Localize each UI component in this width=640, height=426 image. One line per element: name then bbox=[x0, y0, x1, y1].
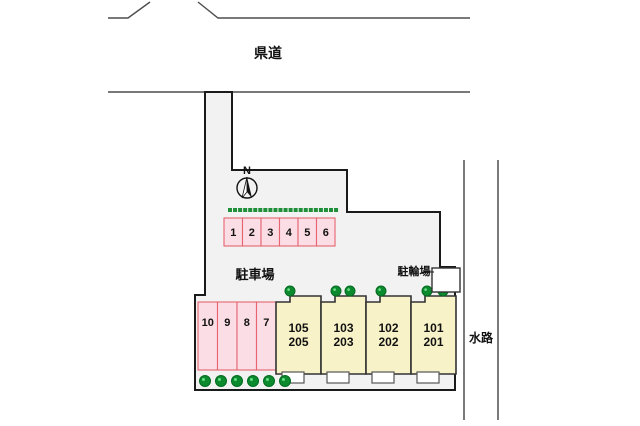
parking-lot-label: 駐車場 bbox=[235, 267, 274, 283]
parking-stall-number: 6 bbox=[323, 227, 329, 239]
unit-number-floor2: 202 bbox=[378, 335, 398, 349]
hedge-segment bbox=[308, 208, 313, 212]
bicycle-parking-group bbox=[424, 267, 461, 293]
parking-stall-number: 8 bbox=[244, 317, 250, 329]
bicycle-parking-shrub-row bbox=[330, 285, 356, 297]
shrub-marker bbox=[231, 375, 243, 387]
parking-stall-number: 7 bbox=[263, 317, 269, 329]
hedge-segment bbox=[298, 208, 303, 212]
unit-balcony bbox=[371, 371, 395, 384]
shrub-highlight bbox=[234, 378, 237, 381]
hedge-segment bbox=[313, 208, 318, 212]
shrub-marker bbox=[421, 285, 433, 297]
unit-number-floor1: 105 bbox=[288, 321, 308, 335]
hedge-segment bbox=[263, 208, 268, 212]
parking-stall-number: 10 bbox=[202, 317, 214, 329]
parking-row-left: 10 9 8 7 bbox=[197, 301, 277, 371]
hedge-segment bbox=[323, 208, 328, 212]
waterway-group bbox=[463, 160, 499, 420]
shrub-marker bbox=[279, 375, 291, 387]
parking-stall-number: 1 bbox=[230, 227, 236, 239]
hedge-row bbox=[228, 208, 339, 212]
unit-number-floor1: 103 bbox=[333, 321, 353, 335]
hedge-segment bbox=[228, 208, 232, 212]
hedge-segment bbox=[329, 208, 333, 212]
unit-number-floor1: 102 bbox=[378, 321, 398, 335]
shrub-highlight bbox=[424, 288, 427, 291]
shrub-highlight bbox=[282, 378, 285, 381]
shrub-highlight bbox=[347, 288, 350, 291]
shrub-marker bbox=[330, 285, 342, 297]
hedge-segment bbox=[288, 208, 293, 212]
hedge-segment bbox=[268, 208, 273, 212]
hedge-segment bbox=[258, 208, 263, 212]
hedge-segment bbox=[238, 208, 243, 212]
road-upper-edge-left bbox=[108, 1, 151, 19]
bottom-shrub-row bbox=[199, 375, 291, 387]
apartment-unit[interactable] bbox=[320, 295, 367, 375]
parking-stall[interactable] bbox=[216, 301, 238, 371]
parking-stall-number: 3 bbox=[267, 227, 273, 239]
bicycle-parking-label: 駐輪場 bbox=[398, 264, 431, 278]
shrub-marker bbox=[344, 285, 356, 297]
compass-needle-light bbox=[241, 176, 248, 199]
compass-rose bbox=[236, 176, 258, 199]
unit-number-floor2: 201 bbox=[423, 335, 443, 349]
shrub-marker bbox=[263, 375, 275, 387]
shrub-marker bbox=[247, 375, 259, 387]
unit-number-floor1: 101 bbox=[423, 321, 443, 335]
compass-north-label: N bbox=[243, 165, 251, 177]
shrub-marker bbox=[284, 285, 296, 297]
hedge-segment bbox=[303, 208, 308, 212]
hedge-segment bbox=[243, 208, 248, 212]
waterway-label: 水路 bbox=[469, 330, 494, 345]
parking-stall[interactable] bbox=[197, 301, 219, 371]
parking-stall-number: 5 bbox=[304, 227, 310, 239]
shrub-highlight bbox=[266, 378, 269, 381]
road-upper-edge-right bbox=[197, 1, 470, 19]
unit-number-floor2: 203 bbox=[333, 335, 353, 349]
parking-stall[interactable] bbox=[255, 301, 277, 371]
shrub-highlight bbox=[202, 378, 205, 381]
hedge-segment bbox=[334, 208, 339, 212]
shrub-highlight bbox=[218, 378, 221, 381]
parking-stall[interactable] bbox=[236, 301, 258, 371]
parking-stall-number: 2 bbox=[249, 227, 255, 239]
hedge-segment bbox=[278, 208, 283, 212]
apartment-unit[interactable] bbox=[275, 295, 322, 375]
shrub-highlight bbox=[250, 378, 253, 381]
shrub-highlight bbox=[378, 288, 381, 291]
apartment-unit[interactable] bbox=[410, 295, 457, 375]
shrub-highlight bbox=[287, 288, 290, 291]
hedge-segment bbox=[253, 208, 258, 212]
unit-number-floor2: 205 bbox=[288, 335, 308, 349]
shrub-marker bbox=[375, 285, 387, 297]
hedge-segment bbox=[248, 208, 253, 212]
shrub-marker bbox=[199, 375, 211, 387]
apartment-unit[interactable] bbox=[365, 295, 412, 375]
road-top-group bbox=[108, 1, 470, 93]
road-label-kendo: 県道 bbox=[254, 45, 282, 62]
parking-stall[interactable] bbox=[315, 217, 336, 247]
unit-balcony bbox=[416, 371, 440, 384]
hedge-segment bbox=[293, 208, 298, 212]
parking-stall-number: 9 bbox=[224, 317, 230, 329]
shrub-marker bbox=[215, 375, 227, 387]
hedge-segment bbox=[233, 208, 238, 212]
hedge-segment bbox=[283, 208, 288, 212]
compass-needle-dark bbox=[247, 177, 252, 198]
unit-balcony bbox=[326, 371, 350, 384]
hedge-segment bbox=[273, 208, 278, 212]
shrub-highlight bbox=[333, 288, 336, 291]
bicycle-parking-box bbox=[431, 267, 461, 293]
hedge-segment bbox=[318, 208, 323, 212]
parking-stall-number: 4 bbox=[286, 227, 293, 239]
